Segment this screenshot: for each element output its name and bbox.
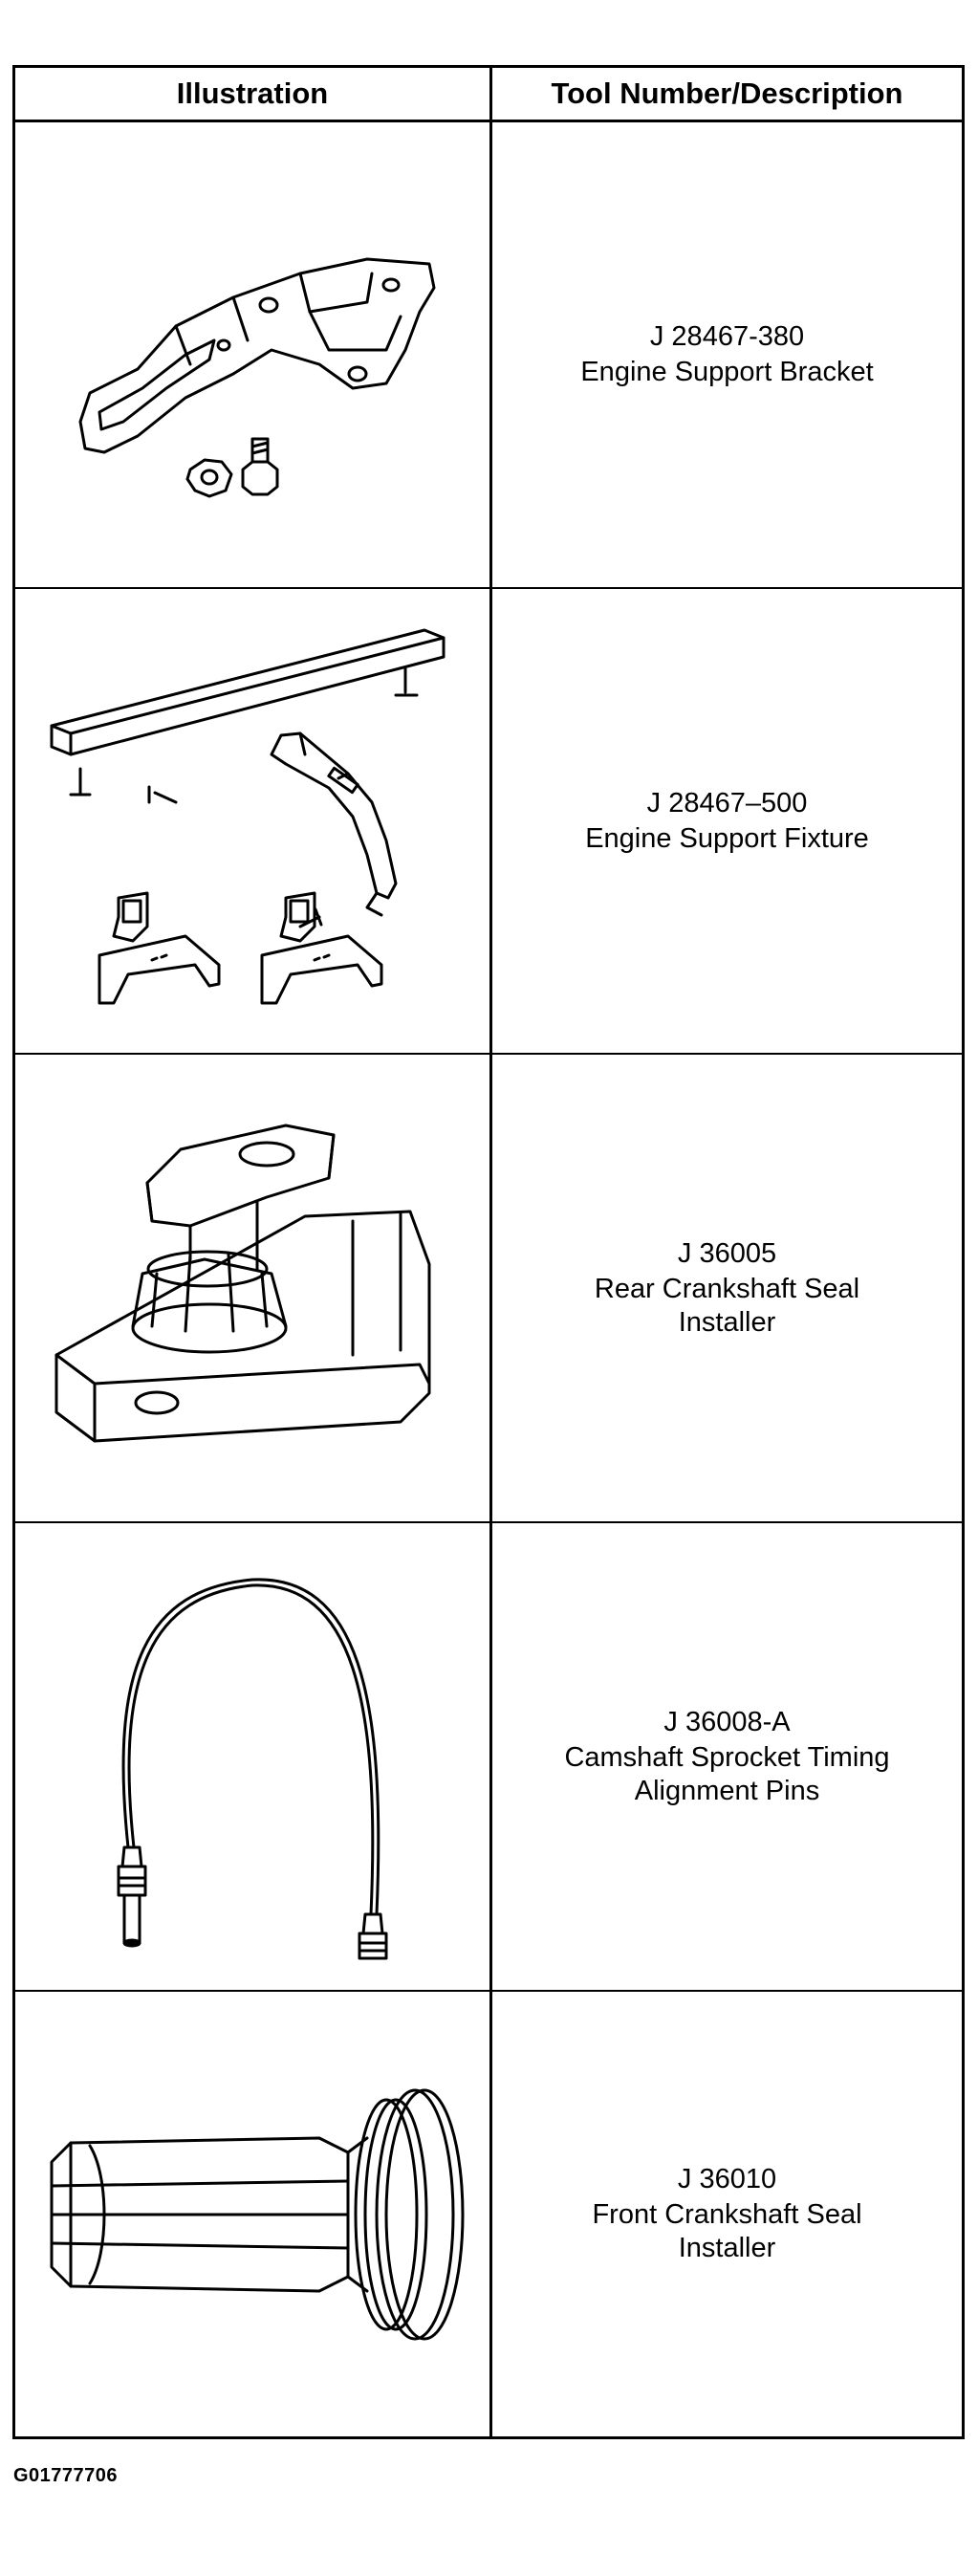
front-crankshaft-seal-installer-icon <box>15 1992 489 2436</box>
tool-description: Rear Crankshaft Seal Installer <box>594 1273 860 1338</box>
header-tool-number-description: Tool Number/Description <box>551 76 903 110</box>
table-row: J 36008-A Camshaft Sprocket Timing Align… <box>15 1523 962 1992</box>
rear-crankshaft-seal-installer-icon <box>15 1055 489 1521</box>
tool-description-cell: J 28467-380 Engine Support Bracket <box>492 122 962 587</box>
column-divider <box>489 68 492 2436</box>
header-illustration: Illustration <box>176 76 329 110</box>
table-row: J 28467-380 Engine Support Bracket <box>15 122 962 589</box>
tool-description: Engine Support Fixture <box>585 822 869 854</box>
tool-description: Engine Support Bracket <box>580 357 874 387</box>
tool-number: J 28467–500 <box>646 787 808 819</box>
tool-number: J 36008-A <box>663 1706 791 1737</box>
tool-description: Front Crankshaft Seal Installer <box>592 2199 862 2263</box>
tool-description-cell: J 36010 Front Crankshaft Seal Installer <box>492 1992 962 2436</box>
engine-support-bracket-icon <box>15 122 489 587</box>
tool-number: J 36010 <box>677 2164 777 2194</box>
tool-description: Camshaft Sprocket Timing Alignment Pins <box>564 1741 890 1806</box>
table-row: J 28467–500 Engine Support Fixture <box>15 589 962 1055</box>
tool-number: J 28467-380 <box>649 321 805 352</box>
tool-description-cell: J 36008-A Camshaft Sprocket Timing Align… <box>492 1523 962 1990</box>
table-row: J 36005 Rear Crankshaft Seal Installer <box>15 1055 962 1523</box>
table-header-row: Illustration Tool Number/Description <box>15 68 962 122</box>
tool-description-cell: J 28467–500 Engine Support Fixture <box>492 589 962 1053</box>
tool-description-cell: J 36005 Rear Crankshaft Seal Installer <box>492 1055 962 1521</box>
figure-id: G01777706 <box>13 2465 119 2486</box>
engine-support-fixture-icon <box>15 589 489 1053</box>
tool-number: J 36005 <box>677 1237 777 1269</box>
tool-table: Illustration Tool Number/Description <box>12 65 965 2439</box>
timing-alignment-pins-icon <box>15 1523 489 1990</box>
table-row: J 36010 Front Crankshaft Seal Installer <box>15 1992 962 2436</box>
